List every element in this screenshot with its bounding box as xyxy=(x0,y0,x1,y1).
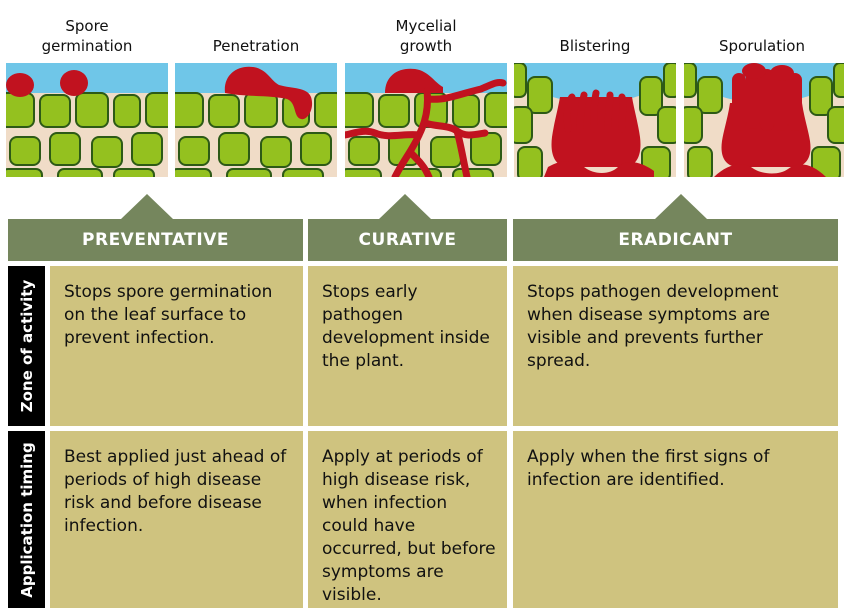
stage-label-blistering: Blistering xyxy=(514,6,676,56)
row-header-application-timing: Application timing xyxy=(8,431,45,608)
stage-label-spore-germination: Spore germination xyxy=(6,6,168,56)
stage-illustration-penetration xyxy=(175,63,337,177)
stage-illustration-spore-germination xyxy=(6,63,168,177)
zone-of-activity-curative: Stops early pathogen development inside … xyxy=(308,266,507,426)
stage-label-sporulation: Sporulation xyxy=(684,6,840,56)
stage-illustration-blistering xyxy=(514,63,676,177)
zone-of-activity-preventative: Stops spore germination on the leaf surf… xyxy=(50,266,303,426)
zone-of-activity-eradicant: Stops pathogen development when disease … xyxy=(513,266,838,426)
row-header-label: Application timing xyxy=(18,442,36,597)
category-preventative: PREVENTATIVE xyxy=(8,219,303,261)
category-eradicant: ERADICANT xyxy=(513,219,838,261)
stage-illustration-mycelial-growth xyxy=(345,63,507,177)
category-curative: CURATIVE xyxy=(308,219,507,261)
application-timing-preventative: Best applied just ahead of periods of hi… xyxy=(50,431,303,608)
stage-label-mycelial-growth: Mycelial growth xyxy=(345,6,507,56)
preventative-pointer xyxy=(121,194,173,219)
stage-label-penetration: Penetration xyxy=(175,6,337,56)
application-timing-eradicant: Apply when the first signs of infection … xyxy=(513,431,838,608)
curative-pointer xyxy=(379,194,431,219)
eradicant-pointer xyxy=(655,194,707,219)
application-timing-curative: Apply at periods of high disease risk, w… xyxy=(308,431,507,608)
row-header-zone-of-activity: Zone of activity xyxy=(8,266,45,426)
stage-illustration-sporulation xyxy=(684,63,844,177)
row-header-label: Zone of activity xyxy=(18,280,36,413)
